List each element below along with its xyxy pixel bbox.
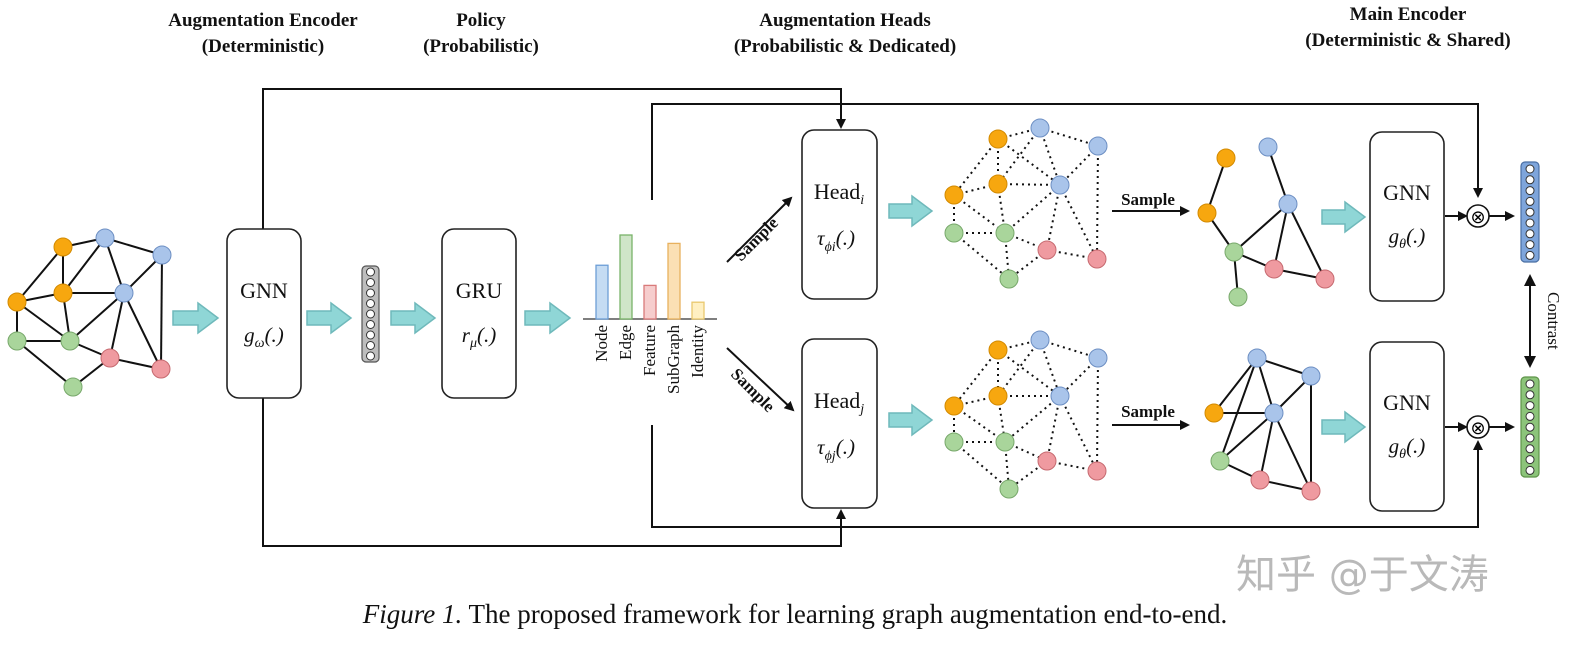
bar-identity <box>691 301 705 320</box>
vector-cell <box>366 351 375 361</box>
svg-text:GRU: GRU <box>456 278 503 303</box>
bar-label-identity: Identity <box>688 325 707 378</box>
head-i-label: Headi <box>814 179 864 208</box>
svg-text:GNN: GNN <box>1383 390 1431 415</box>
head-i-func: τϕi(.) <box>817 226 855 255</box>
vector-cell <box>366 309 375 319</box>
vector-cell <box>1525 175 1535 185</box>
gnn-main-top-box: GNN gθ(.) <box>1369 131 1445 302</box>
vector-cell <box>1525 218 1535 228</box>
bar-label-node: Node <box>592 325 611 362</box>
svg-text:(Deterministic & Shared): (Deterministic & Shared) <box>1305 30 1510 51</box>
bar-label-subgraph: SubGraph <box>664 325 683 394</box>
contrast-label: Contrast <box>1544 292 1563 350</box>
bar-edge <box>619 234 633 320</box>
svg-text:GNN: GNN <box>1383 180 1431 205</box>
gnn-main-bottom-func: gθ(.) <box>1389 434 1426 462</box>
vector-cell <box>1525 164 1535 174</box>
vector-cell <box>1525 250 1535 260</box>
head-j-label: Headj <box>814 388 864 417</box>
vector-cell <box>366 341 375 350</box>
sample-label-up: Sample <box>730 213 782 265</box>
vector-cell <box>1525 390 1535 400</box>
vector-cell <box>366 267 375 277</box>
vector-cell <box>366 299 375 308</box>
svg-text:Augmentation Heads: Augmentation Heads <box>759 10 931 31</box>
augmented-graph-bottom <box>1204 348 1321 501</box>
sample-arrows: Sample Sample <box>726 196 795 416</box>
output-vector-bottom <box>1520 376 1540 478</box>
svg-text:(Probabilistic & Dedicated): (Probabilistic & Dedicated) <box>734 36 956 57</box>
vector-cell <box>1525 422 1535 432</box>
vector-cell <box>1525 444 1535 454</box>
bar-label-feature: Feature <box>640 325 659 376</box>
bar-subgraph <box>667 242 681 320</box>
svg-text:Main Encoder: Main Encoder <box>1350 4 1467 25</box>
probabilistic-graph-bottom <box>944 330 1108 499</box>
vector-cell <box>1525 229 1535 239</box>
vector-cell <box>1525 411 1535 421</box>
gnn-aug-func: gω(.) <box>244 323 284 351</box>
figure-caption: Figure 1. The proposed framework for lea… <box>362 599 1227 629</box>
vector-cell <box>366 278 375 287</box>
sample-label-bottom: Sample <box>1121 402 1175 421</box>
sample-label-top: Sample <box>1121 190 1175 209</box>
vector-cell <box>1525 433 1535 443</box>
vector-cell <box>1525 196 1535 206</box>
gru-box: GRU rμ(.) <box>441 228 517 399</box>
head-j-func: τϕj(.) <box>817 435 855 464</box>
vector-cell <box>1525 186 1535 196</box>
vector-cell <box>1525 379 1535 389</box>
svg-text:⊗: ⊗ <box>1470 207 1485 228</box>
routing-wires <box>262 88 1483 547</box>
svg-text:Augmentation Encoder: Augmentation Encoder <box>168 10 358 31</box>
contrast-arrow: Contrast <box>1524 274 1563 368</box>
vector-cell <box>366 320 375 329</box>
input-graph <box>7 228 172 397</box>
svg-text:⊗: ⊗ <box>1470 418 1485 439</box>
sample-arrows-right: Sample Sample <box>1112 190 1190 430</box>
vector-cell <box>1525 207 1535 217</box>
vector-cell <box>366 288 375 298</box>
header-policy: Policy (Probabilistic) <box>423 10 539 57</box>
vector-cell <box>366 330 375 340</box>
gnn-aug-box: GNN gω(.) <box>226 228 302 399</box>
header-aug-heads: Augmentation Heads (Probabilistic & Dedi… <box>734 10 956 57</box>
augmented-graph-top <box>1197 137 1335 307</box>
bar-node <box>595 264 609 320</box>
gnn-main-top-func: gθ(.) <box>1389 224 1426 252</box>
output-vector-top <box>1520 161 1540 263</box>
gnn-main-bottom-box: GNN gθ(.) <box>1369 341 1445 512</box>
vector-cell <box>1525 401 1535 411</box>
probabilistic-graph-top <box>944 118 1108 289</box>
gru-func: rμ(.) <box>462 323 496 351</box>
head-i-box: Headi τϕi(.) <box>801 129 878 300</box>
flow-arrows <box>172 194 1367 444</box>
header-main-encoder: Main Encoder (Deterministic & Shared) <box>1305 4 1510 51</box>
svg-text:GNN: GNN <box>240 278 288 303</box>
bar-feature <box>643 284 657 320</box>
watermark: 知乎 @于文涛 <box>1236 552 1489 598</box>
bar-label-edge: Edge <box>616 325 635 360</box>
svg-text:Policy: Policy <box>456 10 506 31</box>
policy-bar-chart: Node Edge Feature SubGraph Identity <box>583 234 717 394</box>
svg-text:(Probabilistic): (Probabilistic) <box>423 36 539 57</box>
vector-cell <box>1525 465 1535 475</box>
vector-cell <box>1525 455 1535 465</box>
svg-text:(Deterministic): (Deterministic) <box>202 36 324 57</box>
header-aug-encoder: Augmentation Encoder (Deterministic) <box>168 10 358 57</box>
head-j-box: Headj τϕj(.) <box>801 338 878 509</box>
embedding-vector <box>361 265 380 363</box>
vector-cell <box>1525 240 1535 250</box>
output-connectors: ⊗ ⊗ <box>1445 204 1515 439</box>
